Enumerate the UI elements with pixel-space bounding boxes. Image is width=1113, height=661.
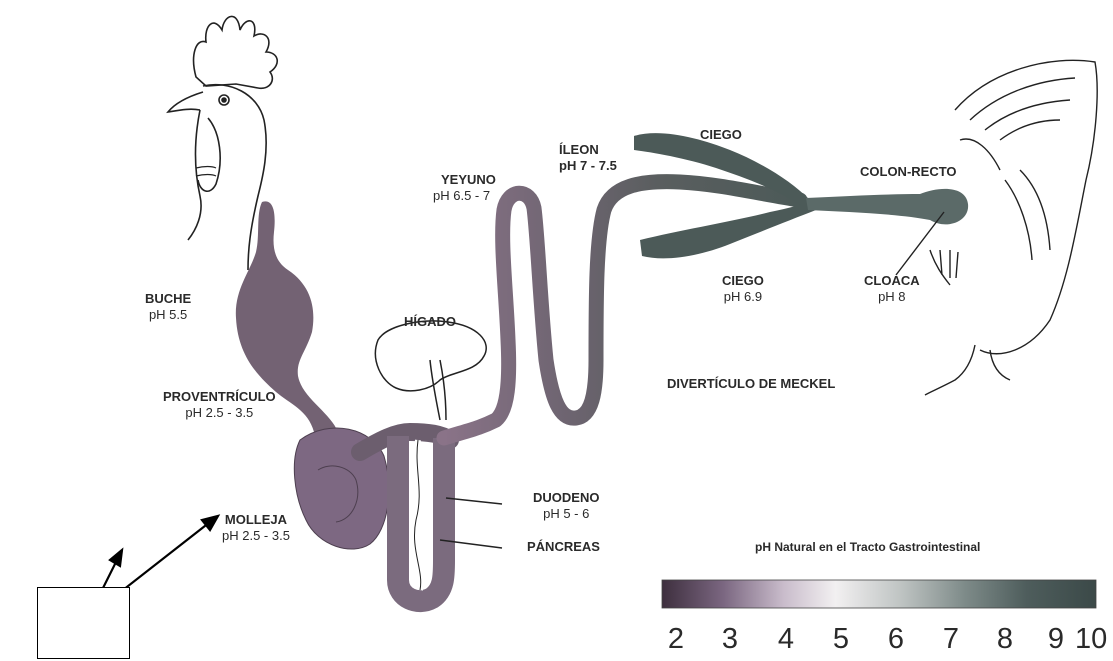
ph-tick: 9 xyxy=(1041,622,1071,656)
upper-digestive-organs xyxy=(236,201,389,549)
label-proventriculo: PROVENTRÍCULO pH 2.5 - 3.5 xyxy=(163,389,276,421)
label-colon-recto: COLON-RECTO xyxy=(860,164,957,180)
rooster-tail xyxy=(955,60,1097,353)
ph-scale-ticks: 2 3 4 5 6 7 8 9 10 xyxy=(662,622,1107,656)
label-cloaca: CLOACA pH 8 xyxy=(864,273,920,305)
ph-tick: 7 xyxy=(936,622,966,656)
label-pancreas: PÁNCREAS xyxy=(527,539,600,555)
ph-scale-title: pH Natural en el Tracto Gastrointestinal xyxy=(755,540,980,554)
label-molleja: MOLLEJA pH 2.5 - 3.5 xyxy=(222,512,290,544)
rooster-head xyxy=(203,85,266,270)
empty-annotation-box xyxy=(37,587,130,659)
label-ciego-top: CIEGO xyxy=(700,127,742,143)
label-higado: HÍGADO xyxy=(404,314,456,330)
ph-gradient-bar xyxy=(662,580,1096,608)
label-meckel: DIVERTÍCULO DE MECKEL xyxy=(667,376,835,392)
ph-tick: 3 xyxy=(715,622,745,656)
ph-tick: 8 xyxy=(990,622,1020,656)
label-buche: BUCHE pH 5.5 xyxy=(145,291,191,323)
liver xyxy=(375,321,486,420)
cecum-bottom xyxy=(640,200,816,258)
ph-tick: 4 xyxy=(771,622,801,656)
rooster-comb xyxy=(194,16,278,88)
label-ileon: ÍLEON pH 7 - 7.5 xyxy=(559,142,617,174)
ph-tick: 5 xyxy=(826,622,856,656)
rooster-leg xyxy=(925,345,1010,395)
ph-tick: 10 xyxy=(1075,622,1105,656)
ph-tick: 2 xyxy=(661,622,691,656)
label-yeyuno: YEYUNO pH 6.5 - 7 xyxy=(433,172,496,204)
ceca-colon xyxy=(634,133,968,258)
colon-rectum xyxy=(806,189,968,224)
label-duodeno: DUODENO pH 5 - 6 xyxy=(533,490,599,522)
rooster-wattle xyxy=(198,118,220,191)
rooster-beak xyxy=(168,92,203,112)
rooster-tail-outline xyxy=(925,60,1097,395)
ph-tick: 6 xyxy=(881,622,911,656)
label-ciego-bottom: CIEGO pH 6.9 xyxy=(722,273,764,305)
